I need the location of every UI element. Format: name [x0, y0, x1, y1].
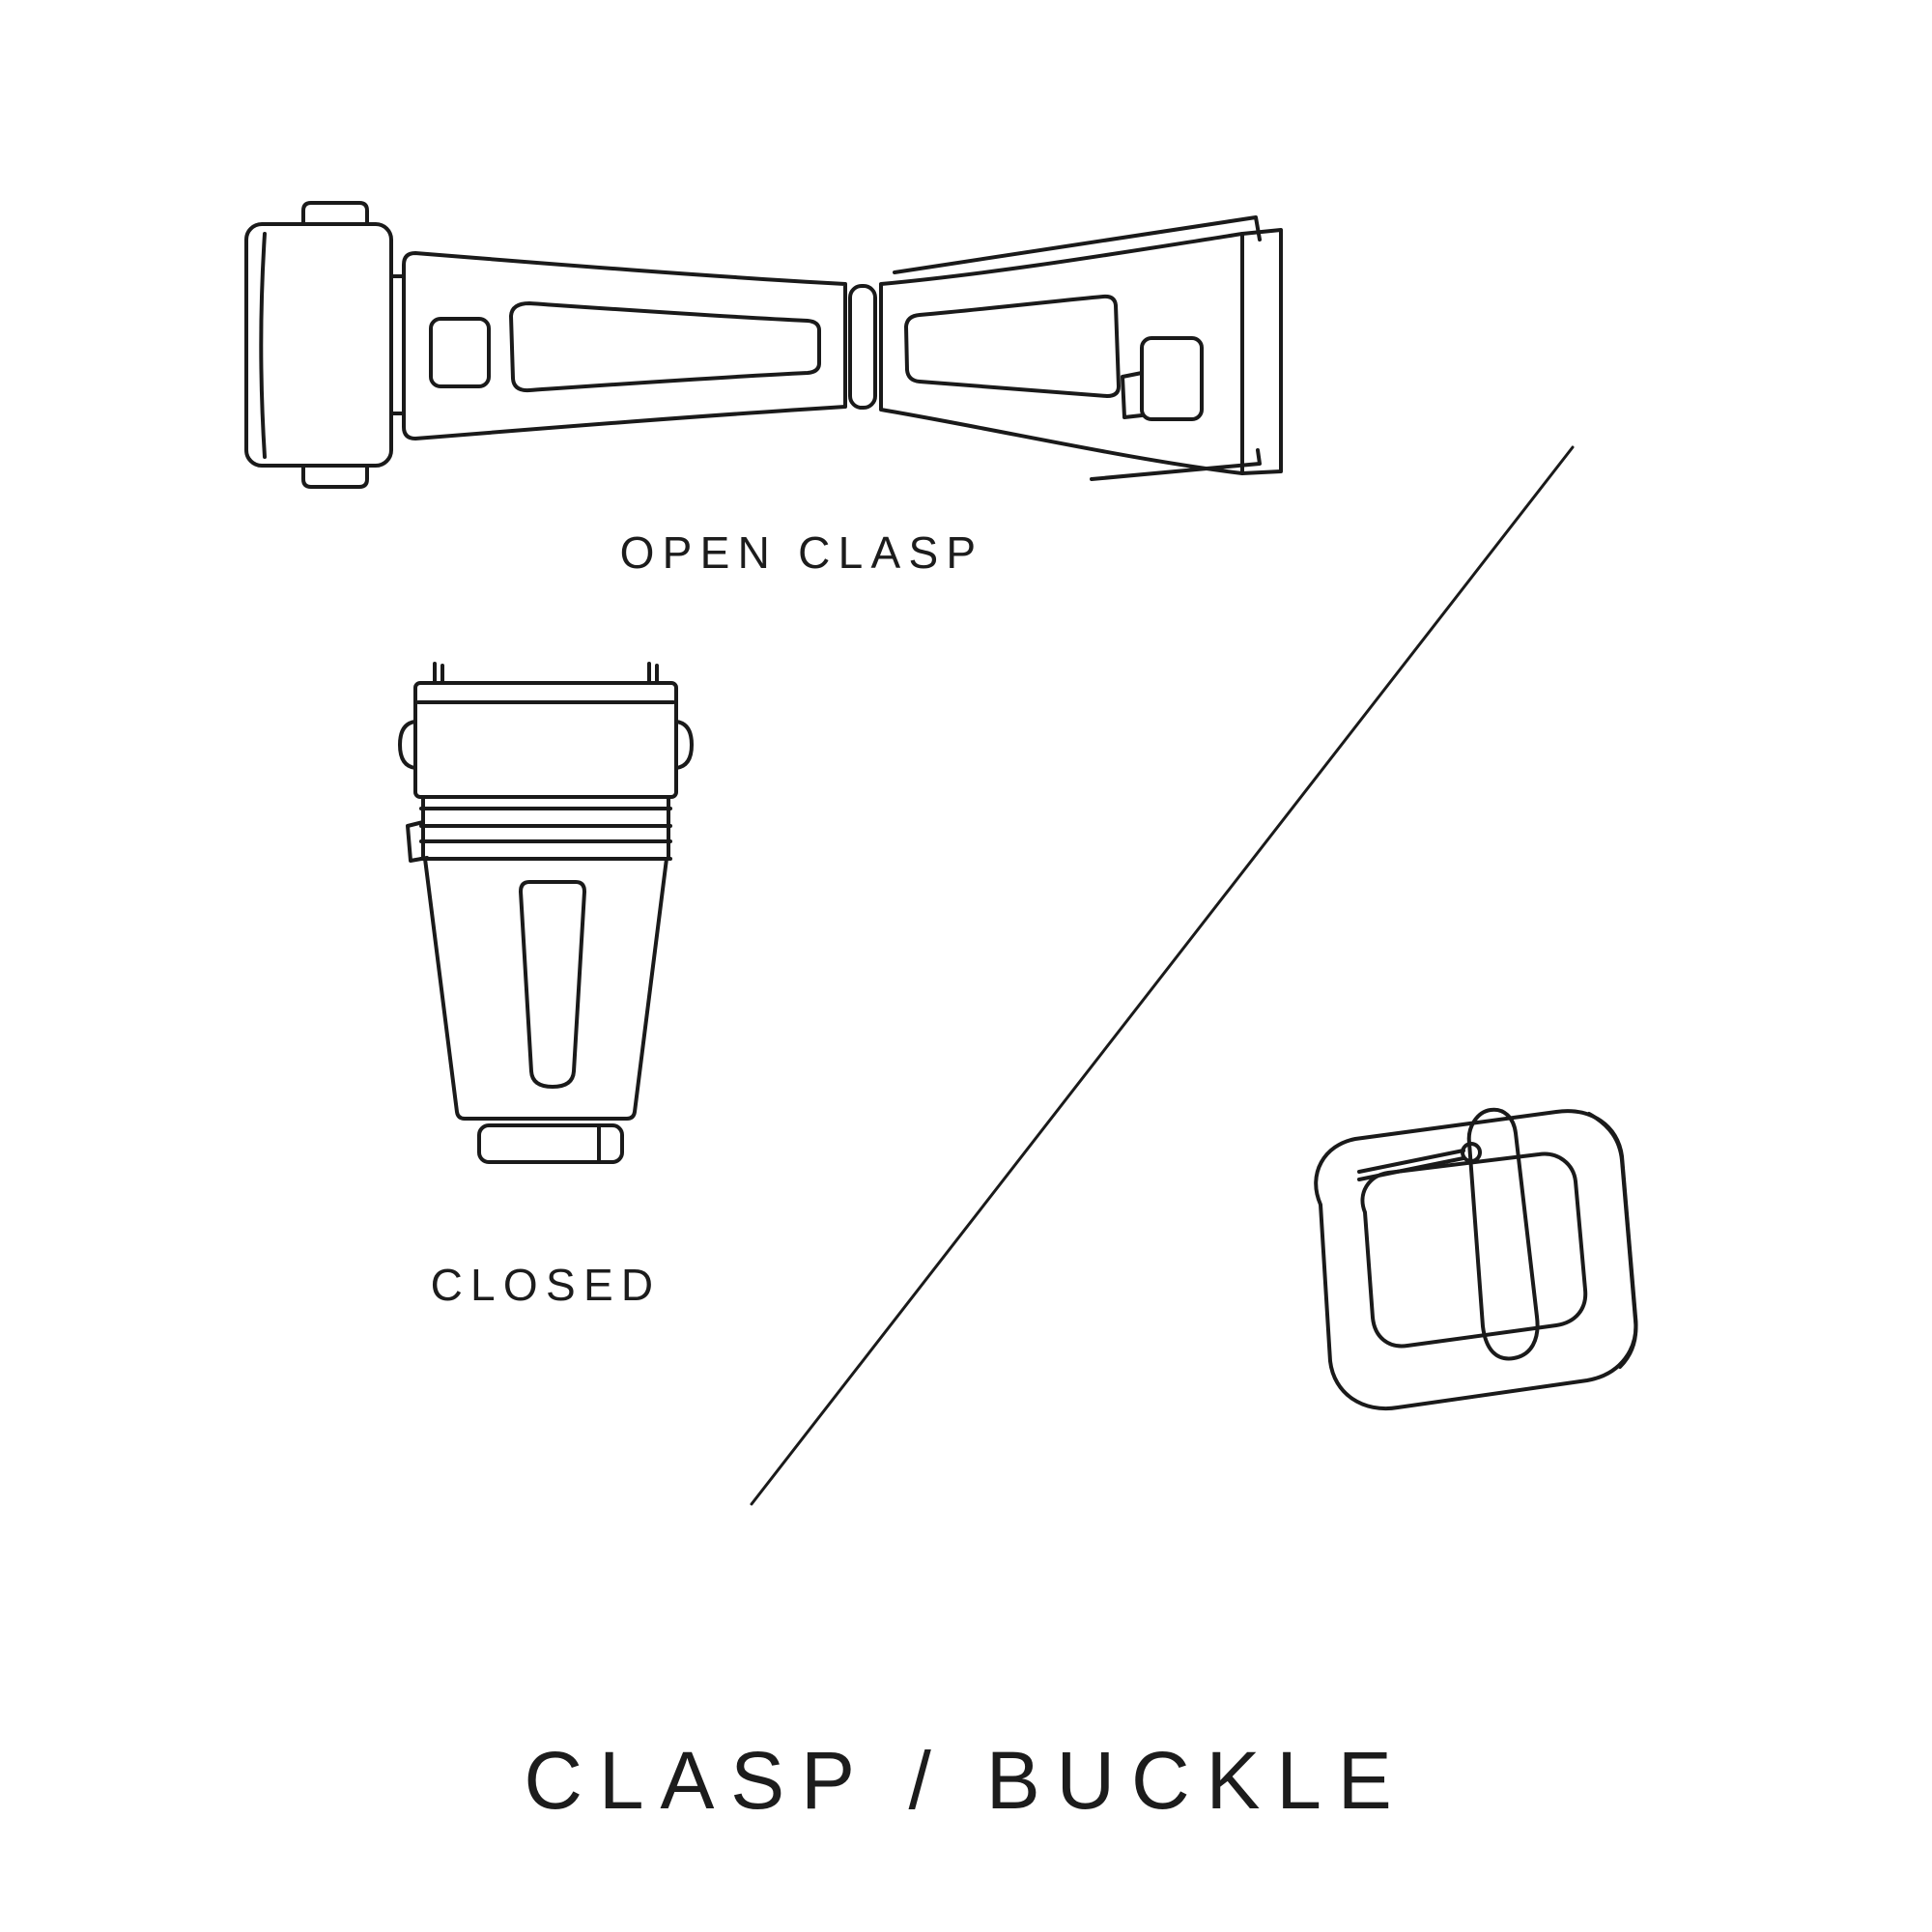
diagram-title: CLASP / BUCKLE [524, 1735, 1408, 1826]
closed-clasp-icon [398, 662, 694, 1164]
open-clasp-icon [244, 201, 1283, 489]
buckle-icon [1314, 1107, 1638, 1411]
buckle-illustration [1251, 1087, 1671, 1444]
closed-label: CLOSED [430, 1260, 662, 1310]
open-clasp-label: OPEN CLASP [619, 527, 984, 578]
closed-clasp-illustration [386, 662, 705, 1217]
diagonal-divider-line [734, 430, 1594, 1521]
open-clasp-illustration [222, 184, 1328, 502]
divider-line-icon [750, 445, 1575, 1506]
